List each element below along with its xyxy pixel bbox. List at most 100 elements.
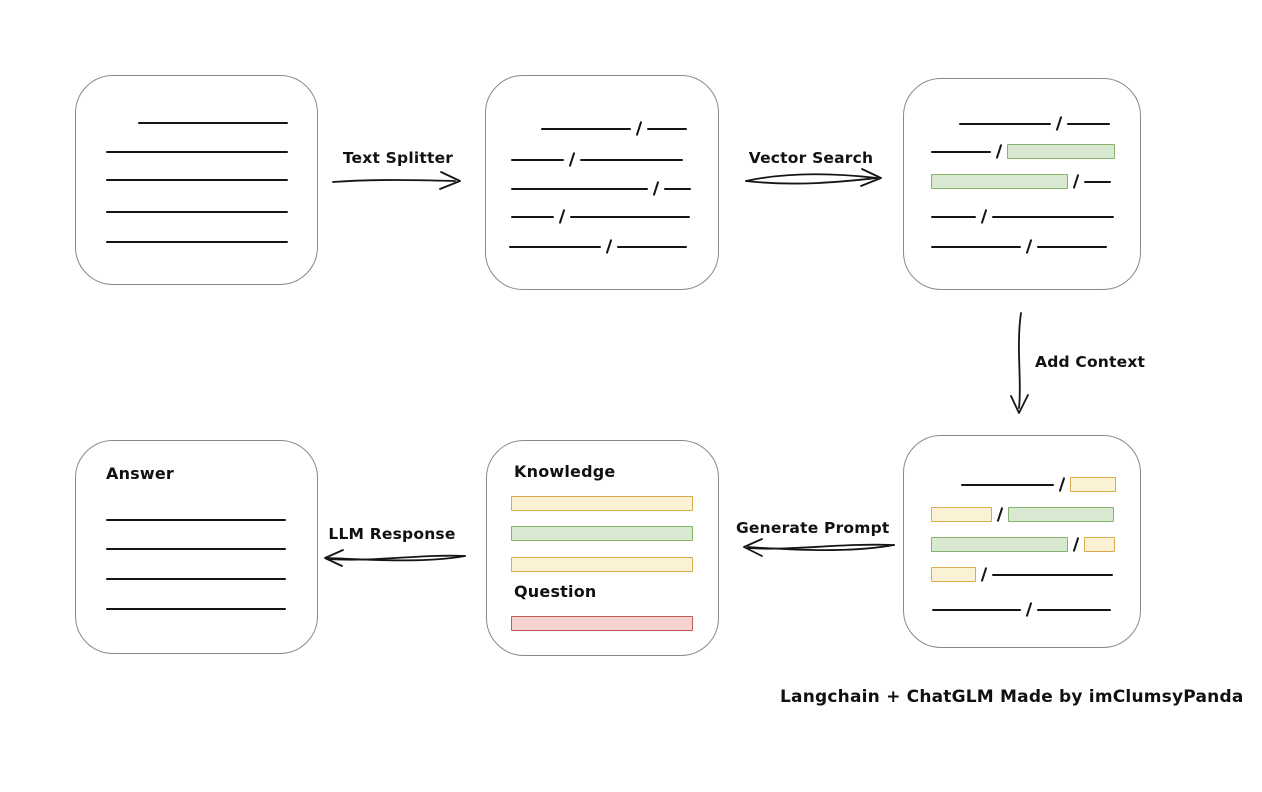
text-row (511, 208, 690, 225)
text-row (511, 556, 693, 573)
text-splitter-arrow (332, 171, 461, 190)
answer-box: Answer (75, 440, 318, 654)
text-line (959, 122, 1051, 125)
slash-separator (980, 567, 988, 582)
green-highlight (1008, 507, 1114, 522)
text-row (106, 511, 286, 528)
green-highlight (1007, 144, 1115, 159)
text-line (1037, 608, 1111, 611)
text-row (931, 173, 1111, 190)
add-context-label: Add Context (1035, 353, 1146, 371)
text-row (106, 203, 288, 220)
text-line (1067, 122, 1110, 125)
slash-separator (605, 239, 613, 254)
text-row (932, 601, 1111, 618)
text-line (931, 245, 1021, 248)
text-row (931, 506, 1114, 523)
text-splitter-label: Text Splitter (342, 149, 454, 167)
text-line (570, 215, 690, 218)
slash-separator (558, 209, 566, 224)
text-row (509, 238, 687, 255)
text-row (106, 171, 288, 188)
text-row (106, 600, 286, 617)
text-line (992, 215, 1114, 218)
yellow-highlight (1070, 477, 1116, 492)
yellow-highlight (1084, 537, 1115, 552)
slash-separator (995, 144, 1003, 159)
text-line (580, 158, 683, 161)
text-line (647, 127, 687, 130)
green-highlight (931, 537, 1068, 552)
slash-separator (980, 209, 988, 224)
text-line (931, 150, 991, 153)
text-row (959, 115, 1110, 132)
slash-separator (568, 152, 576, 167)
text-line (106, 607, 286, 610)
text-row (931, 208, 1114, 225)
yellow-highlight (931, 567, 976, 582)
llm-response-label: LLM Response (328, 525, 456, 543)
slash-separator (1055, 116, 1063, 131)
text-row (106, 143, 288, 160)
slash-separator (1072, 537, 1080, 552)
text-row (931, 238, 1107, 255)
text-line (992, 573, 1113, 576)
slash-separator (652, 181, 660, 196)
text-row (106, 570, 286, 587)
text-row (511, 180, 691, 197)
text-line (541, 127, 631, 130)
answer-label: Answer (106, 464, 175, 483)
text-line (1084, 180, 1111, 183)
split-chunks-box (485, 75, 719, 290)
text-row (106, 233, 288, 250)
text-line (106, 518, 286, 521)
slash-separator (996, 507, 1004, 522)
text-line (106, 547, 286, 550)
text-line (509, 245, 601, 248)
vector-search-label: Vector Search (748, 149, 874, 167)
slash-separator (635, 121, 643, 136)
text-line (106, 210, 288, 213)
source-document-box (75, 75, 318, 285)
text-line (511, 158, 564, 161)
text-row (106, 540, 286, 557)
yellow-highlight (931, 507, 992, 522)
text-line (961, 483, 1054, 486)
vector-search-arrow (745, 168, 882, 187)
question-label: Question (514, 582, 597, 601)
slash-separator (1025, 239, 1033, 254)
knowledge-label: Knowledge (514, 462, 616, 481)
text-line (511, 215, 554, 218)
green-highlight (931, 174, 1068, 189)
llm-response-arrow (324, 549, 466, 567)
text-line (1037, 245, 1107, 248)
text-row (931, 143, 1115, 160)
text-row (511, 151, 683, 168)
yellow-highlight (511, 496, 693, 511)
text-line (106, 150, 288, 153)
text-row (541, 120, 687, 137)
text-line (932, 608, 1021, 611)
slash-separator (1058, 477, 1066, 492)
text-line (106, 178, 288, 181)
text-row (931, 566, 1113, 583)
text-row (511, 495, 693, 512)
text-row (511, 615, 693, 632)
text-row (138, 114, 288, 131)
context-chunks-box (903, 435, 1141, 648)
text-line (617, 245, 687, 248)
text-row (931, 536, 1115, 553)
text-row (961, 476, 1116, 493)
text-line (664, 187, 691, 190)
text-line (106, 240, 288, 243)
generate-prompt-arrow (743, 538, 895, 557)
prompt-box: Knowledge Question (486, 440, 719, 656)
generate-prompt-label: Generate Prompt (736, 519, 890, 537)
credit-caption: Langchain + ChatGLM Made by imClumsyPand… (780, 687, 1244, 707)
slash-separator (1025, 602, 1033, 617)
slash-separator (1072, 174, 1080, 189)
matched-chunks-box (903, 78, 1141, 290)
red-highlight (511, 616, 693, 631)
yellow-highlight (511, 557, 693, 572)
